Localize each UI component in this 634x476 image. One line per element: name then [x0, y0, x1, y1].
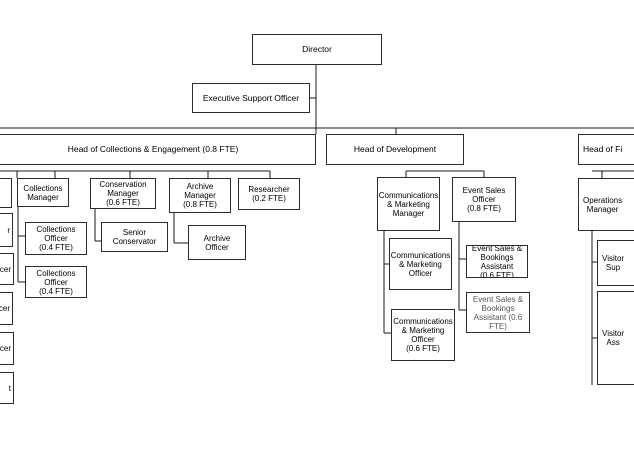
- node-left-partial-3: icer: [0, 292, 13, 325]
- node-director: Director: [252, 34, 382, 65]
- node-conservation-manager: Conservation Manager (0.6 FTE): [90, 178, 156, 209]
- node-senior-conservator: Senior Conservator: [101, 222, 168, 252]
- node-head-of-development: Head of Development: [326, 134, 464, 165]
- node-visitor-partial-1: Visitor Sup: [597, 240, 634, 286]
- node-operations-manager-partial: Operations Manager: [578, 178, 634, 231]
- node-event-sales-assistant-1: Event Sales & Bookings Assistant (0.6 FT…: [466, 245, 528, 278]
- node-head-of-collections: Head of Collections & Engagement (0.8 FT…: [0, 134, 316, 165]
- node-comms-marketing-officer: Communications & Marketing Officer: [389, 238, 452, 290]
- node-left-partial-4: icer: [0, 332, 14, 365]
- node-archive-manager: Archive Manager (0.8 FTE): [169, 178, 231, 213]
- node-left-partial-2: icer: [0, 253, 14, 285]
- node-left-partial-top: [0, 178, 12, 208]
- node-left-partial-1: r: [0, 213, 13, 247]
- node-researcher: Researcher (0.2 FTE): [238, 178, 300, 210]
- node-head-of-finance-partial: Head of Fi: [578, 134, 634, 165]
- node-collections-officer-2: Collections Officer (0.4 FTE): [25, 266, 87, 298]
- node-event-sales-assistant-2: Event Sales & Bookings Assistant (0.6 FT…: [466, 292, 530, 333]
- node-collections-officer-1: Collections Officer (0.4 FTE): [25, 222, 87, 255]
- node-executive-support-officer: Executive Support Officer: [192, 83, 310, 113]
- node-comms-marketing-manager: Communications & Marketing Manager: [377, 177, 440, 231]
- node-event-sales-officer: Event Sales Officer (0.8 FTE): [452, 177, 516, 222]
- node-archive-officer: Archive Officer: [188, 225, 246, 260]
- node-collections-manager: Collections Manager: [17, 178, 69, 207]
- node-left-partial-5: t: [0, 372, 14, 404]
- node-comms-marketing-officer-06: Communications & Marketing Officer (0.6 …: [391, 309, 455, 361]
- node-visitor-partial-2: Visitor Ass: [597, 291, 634, 385]
